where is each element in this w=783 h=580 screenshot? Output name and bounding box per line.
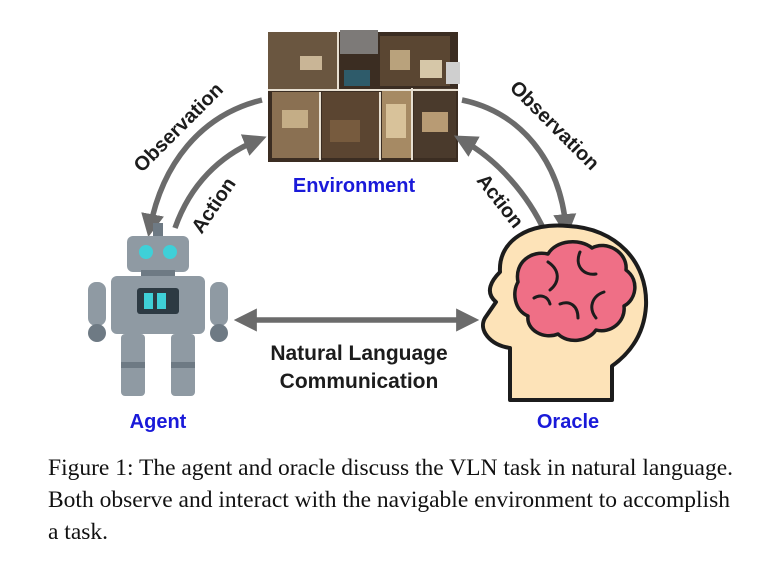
oracle-action-label: Action [472, 170, 528, 233]
robot-icon [88, 223, 228, 396]
agent-action-label: Action [188, 174, 241, 238]
agent-observation-arrow [141, 97, 263, 238]
communication-label-line1: Natural Language [270, 342, 447, 365]
oracle-action-arrow [453, 135, 548, 234]
agent-observation-label: Observation [130, 79, 228, 177]
communication-label-line2: Communication [280, 370, 439, 393]
oracle-label: Oracle [537, 411, 599, 433]
brain-head-icon [481, 223, 649, 402]
vln-diagram: Environment Observation Action Observati… [88, 30, 649, 433]
figure-caption: Figure 1: The agent and oracle discuss t… [48, 455, 734, 545]
environment-label: Environment [293, 175, 416, 197]
environment-floorplan-image [268, 30, 460, 162]
agent-action-arrow [172, 134, 267, 229]
agent-label: Agent [130, 411, 187, 433]
oracle-observation-arrow [461, 97, 577, 238]
